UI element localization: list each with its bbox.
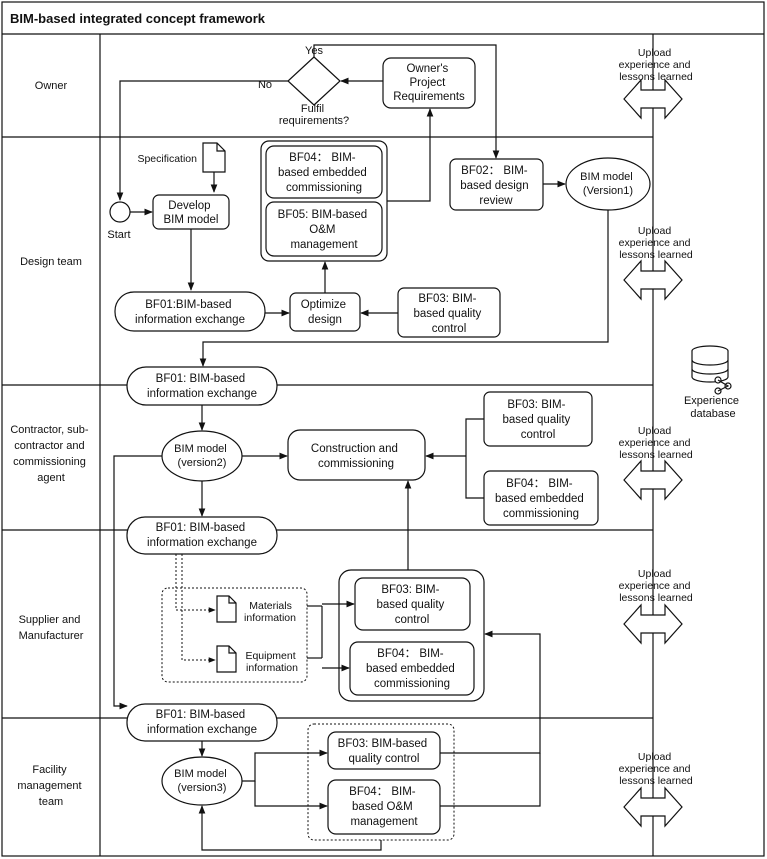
bf01-contractor-text: BF01: BIM-based information exchange <box>147 373 257 400</box>
connector <box>198 805 382 851</box>
bim-model-version2 <box>161 430 243 482</box>
decision-label: Fulfil requirements? <box>279 103 349 127</box>
model-v3-text: BIM model (version3) <box>174 768 230 794</box>
database-icon <box>691 345 732 395</box>
construction-text: Construction and commissioning <box>311 443 401 470</box>
specification-label: Specification <box>137 153 197 165</box>
equipment-label: Equipment information <box>245 650 298 674</box>
model-v2-text: BIM model (version2) <box>174 443 230 469</box>
connector <box>116 80 288 201</box>
bf04-commissioning-supplier <box>349 641 475 696</box>
upload-label: Upload experience and lessons learned <box>619 47 694 83</box>
connector <box>175 554 216 613</box>
bf05-design-text: BF05: BIM-based O&M management <box>278 209 371 251</box>
lane-label-supplier: Supplier and Manufacturer <box>19 614 84 642</box>
double-arrow-icon <box>623 78 683 120</box>
upload-label: Upload experience and lessons learned <box>619 751 694 787</box>
bf04-contractor-text: BF04： BIM- based embedded commissioning <box>495 478 587 520</box>
document-icon <box>216 595 237 623</box>
connector <box>440 753 541 807</box>
bf03-quality-control-supplier <box>354 577 471 631</box>
bf01-information-exchange-supply <box>126 516 278 555</box>
connector <box>313 44 500 159</box>
bf04-supplier-text: BF04： BIM- based embedded commissioning <box>366 648 458 690</box>
double-arrow-icon <box>623 786 683 828</box>
bf04-commissioning-design <box>265 145 383 199</box>
connector <box>199 210 609 367</box>
double-arrow-icon <box>623 459 683 501</box>
document-icon <box>202 142 226 173</box>
double-arrow-icon <box>623 259 683 301</box>
decision-diamond <box>287 56 341 106</box>
lane-label-design: Design team <box>20 256 82 268</box>
bf03-quality-control-facility <box>327 731 441 770</box>
develop-text: Develop BIM model <box>164 200 219 226</box>
bf02-text: BF02： BIM- based design review <box>460 165 532 207</box>
bf01-design-text: BF01:BIM-based information exchange <box>135 299 245 326</box>
start-label: Start <box>107 229 130 241</box>
bf03-design-text: BF03: BIM- based quality control <box>414 293 485 335</box>
supply-information-group <box>161 587 308 683</box>
owner-project-requirements <box>382 57 476 109</box>
lane-label-owner: Owner <box>35 80 68 92</box>
double-arrow-icon <box>623 603 683 645</box>
bf04-facility-text: BF04： BIM- based O&M management <box>349 786 419 828</box>
connector <box>242 749 328 782</box>
bf04-om-facility <box>327 779 441 835</box>
document-icon <box>216 645 237 673</box>
connector <box>387 108 434 202</box>
bim-model-version3 <box>161 756 243 806</box>
construction-and-commissioning <box>287 429 426 481</box>
opr-text: Owner's Project Requirements <box>393 63 465 103</box>
bf03-supplier-text: BF03: BIM- based quality control <box>377 584 448 626</box>
bf05-om-design <box>265 201 383 257</box>
connector <box>181 554 216 663</box>
optimize-text: Optimize design <box>301 299 350 326</box>
start-circle-icon <box>109 201 131 223</box>
connector <box>440 630 541 754</box>
upload-label: Upload experience and lessons learned <box>619 425 694 461</box>
upload-label: Upload experience and lessons learned <box>619 568 694 604</box>
bf03-contractor-text: BF03: BIM- based quality control <box>503 399 574 441</box>
bf01-facility-text: BF01: BIM-based information exchange <box>147 709 257 736</box>
bf01-information-exchange-design <box>114 291 266 332</box>
decision-no-label: No <box>258 79 272 91</box>
materials-label: Materials information <box>244 600 296 624</box>
connector <box>113 455 162 710</box>
upload-label: Upload experience and lessons learned <box>619 225 694 261</box>
bim-model-version1 <box>565 157 651 211</box>
bf03-facility-text: BF03: BIM-based quality control <box>338 738 431 765</box>
lane-label-contractor: Contractor, sub- contractor and commissi… <box>10 424 91 484</box>
experience-database-label: Experience database <box>684 395 742 420</box>
diagram-title: BIM-based integrated concept framework <box>10 11 266 26</box>
connector <box>465 418 484 499</box>
bf01-supply-text: BF01: BIM-based information exchange <box>147 522 257 549</box>
connector <box>254 781 328 810</box>
model-v1-text: BIM model (Version1) <box>580 171 636 197</box>
lane-label-facility: Facility management team <box>17 764 84 808</box>
bf04-design-text: BF04： BIM- based embedded commissioning <box>278 152 370 194</box>
